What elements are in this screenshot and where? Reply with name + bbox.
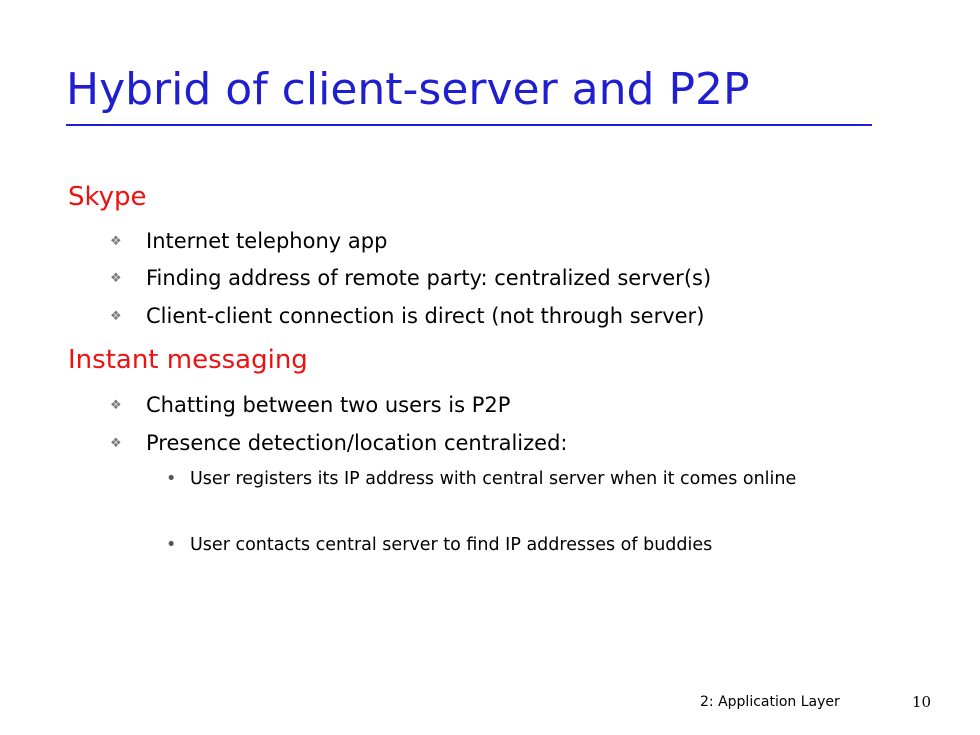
- bullet-item: ❖ Presence detection/location centralized…: [110, 430, 567, 457]
- section-heading-skype: Skype: [68, 182, 147, 212]
- dot-bullet-icon: •: [166, 535, 177, 555]
- bullet-text: Chatting between two users is P2P: [146, 393, 511, 417]
- bullet-text: Client-client connection is direct (not …: [146, 304, 705, 328]
- diamond-bullet-icon: ❖: [110, 398, 122, 413]
- section-heading-instant-messaging: Instant messaging: [68, 345, 308, 375]
- sub-bullet-text: User contacts central server to find IP …: [190, 535, 713, 555]
- bullet-item: ❖ Internet telephony app: [110, 228, 387, 255]
- diamond-bullet-icon: ❖: [110, 234, 122, 249]
- diamond-bullet-icon: ❖: [110, 436, 122, 451]
- slide-footer: 2: Application Layer: [700, 694, 840, 710]
- bullet-item: ❖ Client-client connection is direct (not…: [110, 303, 704, 330]
- page-number: 10: [912, 693, 932, 711]
- bullet-item: ❖ Chatting between two users is P2P: [110, 392, 510, 419]
- slide-title: Hybrid of client-server and P2P: [66, 64, 750, 115]
- sub-bullet-item: • User registers its IP address with cen…: [166, 468, 856, 491]
- sub-bullet-text: User registers its IP address with centr…: [190, 469, 797, 489]
- title-underline: [66, 124, 872, 126]
- diamond-bullet-icon: ❖: [110, 271, 122, 286]
- bullet-text: Finding address of remote party: central…: [146, 266, 712, 290]
- bullet-item: ❖ Finding address of remote party: centra…: [110, 265, 711, 292]
- dot-bullet-icon: •: [166, 469, 177, 489]
- sub-bullet-item: • User contacts central server to find I…: [166, 534, 856, 557]
- diamond-bullet-icon: ❖: [110, 309, 122, 324]
- bullet-text: Internet telephony app: [146, 229, 388, 253]
- bullet-text: Presence detection/location centralized:: [146, 431, 568, 455]
